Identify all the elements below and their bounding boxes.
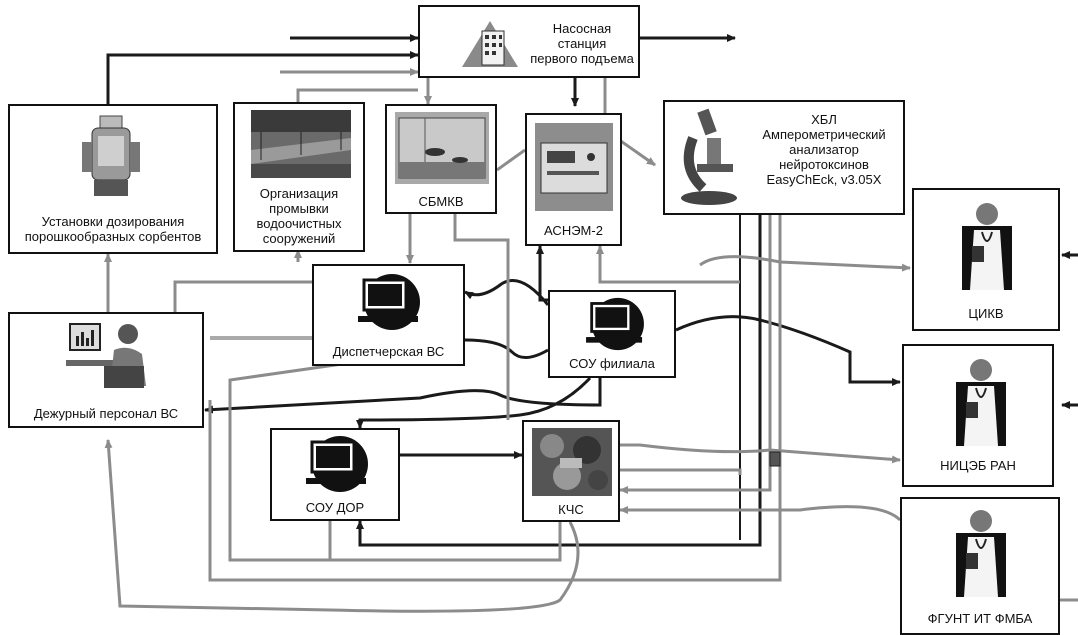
connector-dosing-to-pump — [106, 51, 419, 104]
connector-bottom-gray-long — [208, 215, 782, 582]
computer-icon — [300, 434, 374, 494]
node-nicebran: НИЦЭБ РАН — [902, 344, 1054, 487]
pump-station-label-2: станция — [557, 36, 607, 51]
node-sou-filial: СОУ филиала — [548, 290, 676, 378]
connector-kchs-side-up — [619, 215, 772, 494]
dispatch-label: Диспетчерская ВС — [332, 344, 445, 359]
hbl-label-2: Амперометрический — [762, 127, 886, 142]
node-dosing: Установки дозирования порошкообразных со… — [8, 104, 218, 254]
washing-label-1: Организация — [259, 186, 339, 201]
connector-kchs-loop — [620, 468, 742, 475]
connector-sou-filial-to-asnem — [536, 245, 548, 302]
building-icon — [460, 17, 520, 69]
node-hbl: ХБЛ Амперометрический анализатор нейрото… — [663, 100, 905, 215]
node-dispatch: Диспетчерская ВС — [312, 264, 465, 366]
dosing-label-1: Установки дозирования — [41, 214, 185, 229]
node-cikv: ЦИКВ — [912, 188, 1060, 331]
asnem-label: АСНЭМ-2 — [544, 223, 603, 238]
connector-kchs-down — [330, 522, 562, 562]
node-asnem: АСНЭМ-2 — [525, 113, 622, 246]
node-fgunt: ФГУНТ ИТ ФМБА — [900, 497, 1060, 635]
hbl-label-4: нейротоксинов — [779, 157, 869, 172]
aquarium-icon — [395, 112, 489, 184]
cikv-label: ЦИКВ — [968, 306, 1004, 321]
analyzer-device-icon — [535, 123, 613, 211]
connector-kchs-to-nicebran — [620, 443, 901, 464]
dosing-unit-icon — [78, 112, 148, 200]
connector-dispatch-to-sou-filial — [464, 338, 549, 359]
duty-label: Дежурный персонал ВС — [33, 406, 179, 421]
connector-dispatch-to-washing — [173, 250, 312, 312]
connector-sbmkv-down — [453, 214, 510, 420]
node-pump-station: Насосная станция первого подъема — [418, 5, 640, 78]
dosing-label-2: порошкообразных сорбентов — [24, 229, 202, 244]
washing-label-4: сооружений — [262, 231, 336, 246]
sbmkv-label: СБМКВ — [418, 194, 464, 209]
node-sou-dor: СОУ ДОР — [270, 428, 400, 521]
node-duty: Дежурный персонал ВС — [8, 312, 204, 428]
kchs-label: КЧС — [558, 502, 584, 517]
connector-hbl-to-asnem — [596, 245, 740, 284]
washing-label-2: промывки — [269, 201, 329, 216]
fgunt-label: ФГУНТ ИТ ФМБА — [927, 611, 1033, 626]
nicebran-label: НИЦЭБ РАН — [940, 458, 1016, 473]
connector-sou-filial-to-sou-dor — [356, 376, 592, 429]
connector-sou-filial-to-dispatch — [464, 279, 550, 306]
computer-icon — [352, 272, 426, 332]
hbl-label-3: анализатор — [789, 142, 859, 157]
pump-station-label-3: первого подъема — [530, 51, 634, 66]
node-kchs: КЧС — [522, 420, 620, 522]
connector-sbmkv-to-asnem — [496, 148, 526, 172]
pump-station-label-1: Насосная — [552, 21, 612, 36]
connector-cikv-line — [699, 255, 911, 272]
connector-kchs-to-duty — [104, 439, 580, 613]
washing-label-3: водоочистных — [256, 216, 342, 231]
connector-bottom-loop — [228, 357, 371, 562]
hbl-label-1: ХБЛ — [811, 112, 837, 127]
doctor-icon — [948, 507, 1014, 597]
connector-sou-filial-to-duty — [204, 378, 602, 414]
sou-dor-label: СОУ ДОР — [305, 500, 365, 515]
doctor-icon — [954, 200, 1020, 290]
doctor-icon — [948, 356, 1014, 446]
connector-fgunt-to-kchs — [619, 505, 902, 522]
water-tank-photo-icon — [251, 110, 351, 178]
junction-marker — [769, 451, 781, 467]
operator-icon — [66, 320, 156, 392]
node-washing: Организация промывки водоочистных сооруж… — [233, 102, 365, 252]
hbl-label-5: EasyChEck, v3.05X — [766, 172, 882, 187]
map-icon — [532, 428, 612, 496]
connector-washing-to-pump — [296, 88, 418, 102]
computer-icon — [580, 296, 650, 352]
microscope-icon — [673, 108, 743, 208]
connector-sou-filial-to-nicebran — [675, 315, 901, 386]
node-sbmkv: СБМКВ — [385, 104, 497, 214]
sou-filial-label: СОУ филиала — [569, 356, 655, 371]
